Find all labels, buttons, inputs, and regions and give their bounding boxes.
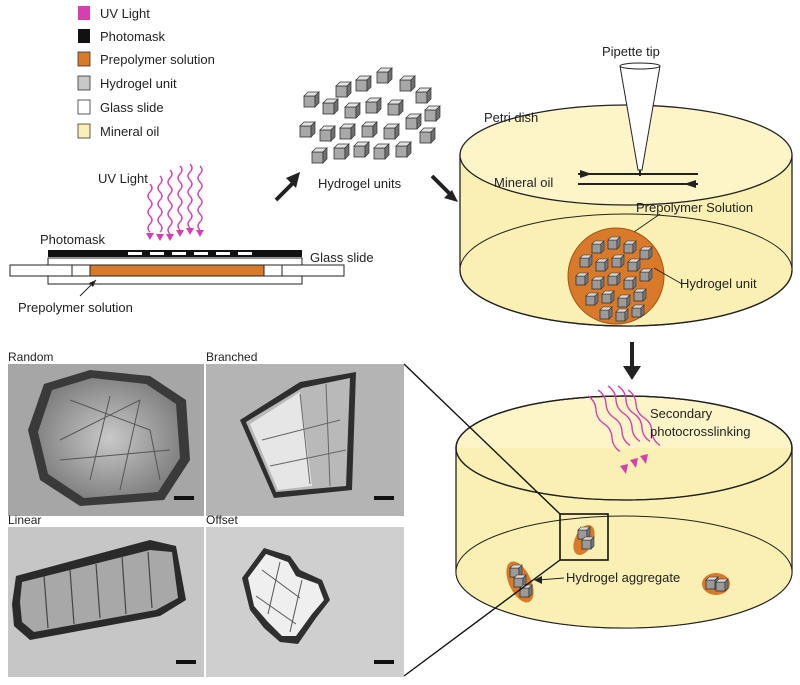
micrograph-label: Branched [206,350,257,364]
prepolymer-solution-dish-label: Prepolymer Solution [636,200,753,215]
right-spacer [281,264,345,277]
legend-item-photomask: Photomask [78,29,166,44]
top-petri-dish: Petri dish Pipette tip Mineral oil Prepo… [459,44,793,327]
legend-item-oil: Mineral oil [77,123,159,139]
hydrogel-aggregate-label: Hydrogel aggregate [566,570,680,585]
arrow-units-to-dish [430,174,454,198]
legend-label: Photomask [100,29,166,44]
hydrogel-unit-dish-label: Hydrogel unit [680,276,757,291]
micrograph-label: Linear [8,513,41,527]
top-glass-slide [47,257,303,266]
zoom-line-top [403,363,561,515]
hydrogel-units-label: Hydrogel units [318,176,402,191]
photomask-openings [128,252,252,255]
micrograph-branched: Branched [206,350,404,516]
legend-label: UV Light [100,6,150,21]
micrograph-offset: Offset [206,513,404,677]
uv-light-waves [147,163,203,235]
mineral-oil-label: Mineral oil [494,175,553,190]
scale-bar [374,496,394,500]
secondary-crosslink-label-2: photocrosslinking [650,424,750,439]
legend-label: Hydrogel unit [100,76,177,91]
secondary-crosslink-label-1: Secondary [650,406,713,421]
legend-item-glass: Glass slide [77,99,164,115]
fabrication-setup: UV Light Photomask [9,163,374,315]
pipette-tip-label: Pipette tip [602,44,660,59]
legend-label: Mineral oil [100,124,159,139]
dish-rim [459,104,793,206]
hydrogel-unit-swatch [77,75,91,91]
micrograph-label: Random [8,350,53,364]
bottom-petri-dish: Secondary photocrosslinking Hydrogel agg… [455,385,793,629]
prepolymer-swatch [77,51,91,67]
prepolymer-solution-label: Prepolymer solution [18,300,133,315]
secondary-uv-waves [587,385,661,453]
process-arrows [274,172,641,380]
micrograph-random: Random [8,350,204,516]
photomask-swatch [78,29,90,43]
zoom-line-bottom [403,559,561,677]
uv-light-swatch [78,6,90,20]
micrograph-linear: Linear [8,513,204,677]
micrograph-label: Offset [206,513,238,527]
bottom-glass-slide [47,275,303,285]
mineral-oil-swatch [77,123,91,139]
prepolymer-layer [89,264,265,277]
dish-floor [455,515,793,629]
scale-bar [174,496,194,500]
legend-label: Glass slide [100,100,164,115]
scale-bar [374,660,394,664]
left-spacer [9,264,73,277]
petri-dish-label: Petri dish [484,110,538,125]
uv-arrowheads [146,228,204,241]
photomask-label: Photomask [40,232,106,247]
scale-bar [176,660,196,664]
uv-light-label: UV Light [98,171,148,186]
hydrogel-units-cluster: Hydrogel units [299,67,441,191]
legend: UV Light Photomask Prepolymer solution H… [77,6,215,139]
glass-slide-swatch [77,99,91,115]
zoom-box [559,513,609,561]
pointer-arrowhead [89,280,96,287]
legend-item-uv: UV Light [78,6,150,21]
glass-slide-label: Glass slide [310,250,374,265]
legend-label: Prepolymer solution [100,52,215,67]
legend-item-prepolymer: Prepolymer solution [77,51,215,67]
legend-item-hydrogel: Hydrogel unit [77,75,177,91]
